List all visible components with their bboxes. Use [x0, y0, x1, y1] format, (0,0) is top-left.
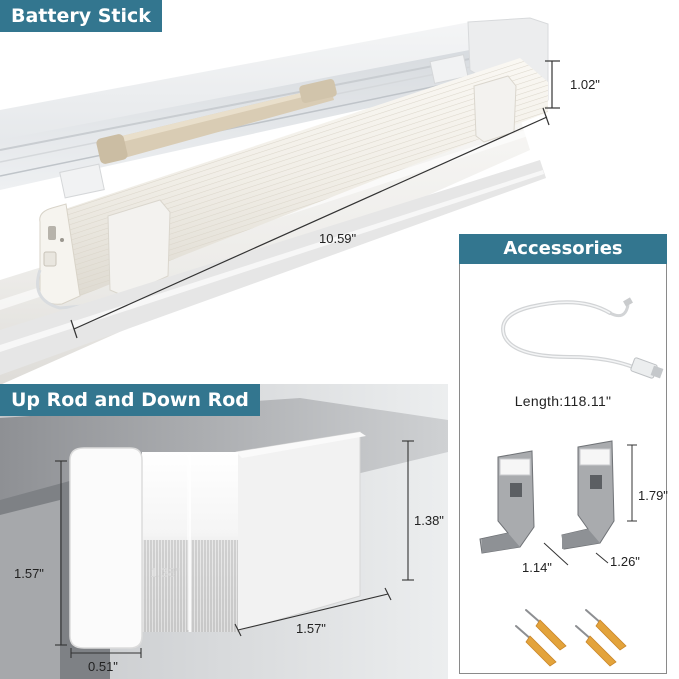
- dim-line-stick-height: [545, 60, 560, 109]
- bracket-width-right-label: 1.26": [610, 554, 640, 569]
- dim-line-right-height: [402, 440, 414, 581]
- screws-and-anchors-icon: [515, 609, 627, 667]
- cord-tube: [105, 86, 334, 162]
- dim-line-stick-length: [70, 107, 550, 339]
- dim-line-side-height: [55, 460, 67, 646]
- bracket-height-label: 1.79": [638, 488, 668, 503]
- thickness-label: 0.51": [88, 659, 118, 674]
- front-rod-end-cap: [69, 447, 143, 649]
- rods-banner: Up Rod and Down Rod: [0, 384, 260, 416]
- mounting-brackets-icon: [479, 440, 637, 566]
- bracket-width-left-label: 1.14": [522, 560, 552, 575]
- stick-clip-right: [473, 75, 517, 143]
- dim-line-thickness: [70, 648, 142, 658]
- cable-length-label: Length:118.11": [514, 393, 612, 409]
- usb-cable-icon: [501, 297, 664, 379]
- side-height-label: 1.57": [14, 566, 44, 581]
- accessories-title: Accessories: [459, 234, 667, 264]
- accessories-panel: Accessories Length:118.11": [459, 234, 668, 674]
- stick-height-label: 1.02": [570, 77, 600, 92]
- rod-scene-background: [0, 384, 448, 679]
- pleated-fabric: [142, 452, 238, 632]
- back-rod-profile: [235, 431, 361, 633]
- stick-clip-left: [107, 199, 171, 297]
- battery-stick-scene: [0, 17, 560, 385]
- stick-length-label: 10.59": [319, 231, 357, 246]
- depth-label: 1.57": [296, 621, 326, 636]
- battery-stick-banner: Battery Stick: [0, 0, 162, 32]
- inner-height-label: 1.38": [150, 565, 180, 580]
- right-height-label: 1.38": [414, 513, 444, 528]
